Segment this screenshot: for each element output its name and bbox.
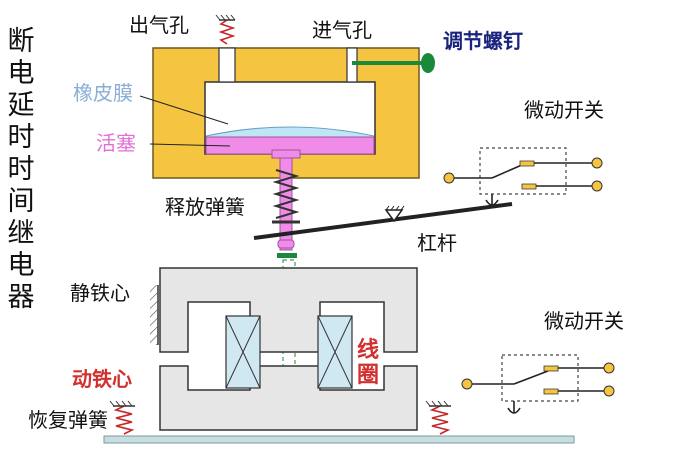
exhaust-valve-hatch (215, 14, 236, 21)
piston-rod-foot (277, 239, 295, 249)
micro-switch-bottom-frame (501, 354, 579, 402)
label-piston: 活塞 (96, 131, 136, 155)
label-coil: 线圈 (356, 338, 379, 388)
switch-bottom-terminal-in (461, 378, 473, 390)
lever-bar (253, 202, 513, 240)
coil-left-cross (225, 315, 261, 389)
lever-pivot (384, 209, 404, 223)
return-spring-right-hatch (425, 400, 449, 407)
label-micro-switch-top: 微动开关 (524, 98, 604, 122)
coil-right-cross (317, 315, 353, 389)
adjust-screw-head (421, 53, 435, 73)
label-lever: 杠杆 (417, 231, 457, 255)
switch-top-terminal-in (443, 172, 455, 184)
piston-rod-cap (271, 149, 301, 159)
label-exhaust-hole: 出气孔 (129, 13, 189, 37)
label-return-spring: 恢复弹簧 (28, 408, 108, 432)
switch-bottom-blade (513, 370, 549, 385)
micro-switch-top-frame (479, 147, 567, 195)
label-intake-hole: 进气孔 (312, 18, 372, 42)
return-spring-left-hatch (109, 400, 133, 407)
switch-top-contact-1 (519, 160, 535, 167)
base-plate (103, 435, 575, 444)
release-spring (272, 169, 300, 219)
switch-top-terminal-1 (591, 157, 603, 169)
label-rubber-membrane: 橡皮膜 (73, 81, 133, 105)
membrane-pointer (139, 95, 229, 125)
static-core-mount-hatch (150, 285, 158, 345)
exhaust-valve-spring (218, 19, 236, 45)
switch-top-contact-2 (521, 183, 537, 190)
moving-core (159, 365, 418, 431)
label-micro-switch-bottom: 微动开关 (544, 309, 624, 333)
label-adjust-screw: 调节螺钉 (443, 29, 523, 53)
piston-pointer (149, 143, 231, 147)
coupling-collar (277, 253, 297, 258)
label-moving-core: 动铁心 (72, 367, 132, 391)
switch-bottom-contact-1 (543, 365, 559, 372)
return-spring-left (113, 405, 135, 435)
switch-top-blade (491, 163, 525, 179)
switch-bottom-terminal-1 (603, 362, 615, 374)
diagram-title: 断电延时时间继电器 (7, 26, 35, 313)
switch-bottom-terminal-2 (603, 385, 615, 397)
exhaust-hole (218, 47, 236, 83)
return-spring-right (429, 405, 451, 435)
switch-top-terminal-2 (591, 180, 603, 192)
switch-bottom-contact-2 (543, 388, 559, 395)
label-release-spring: 释放弹簧 (165, 195, 245, 219)
label-static-core: 静铁心 (70, 281, 130, 305)
lever-pivot-hatch (385, 205, 405, 211)
